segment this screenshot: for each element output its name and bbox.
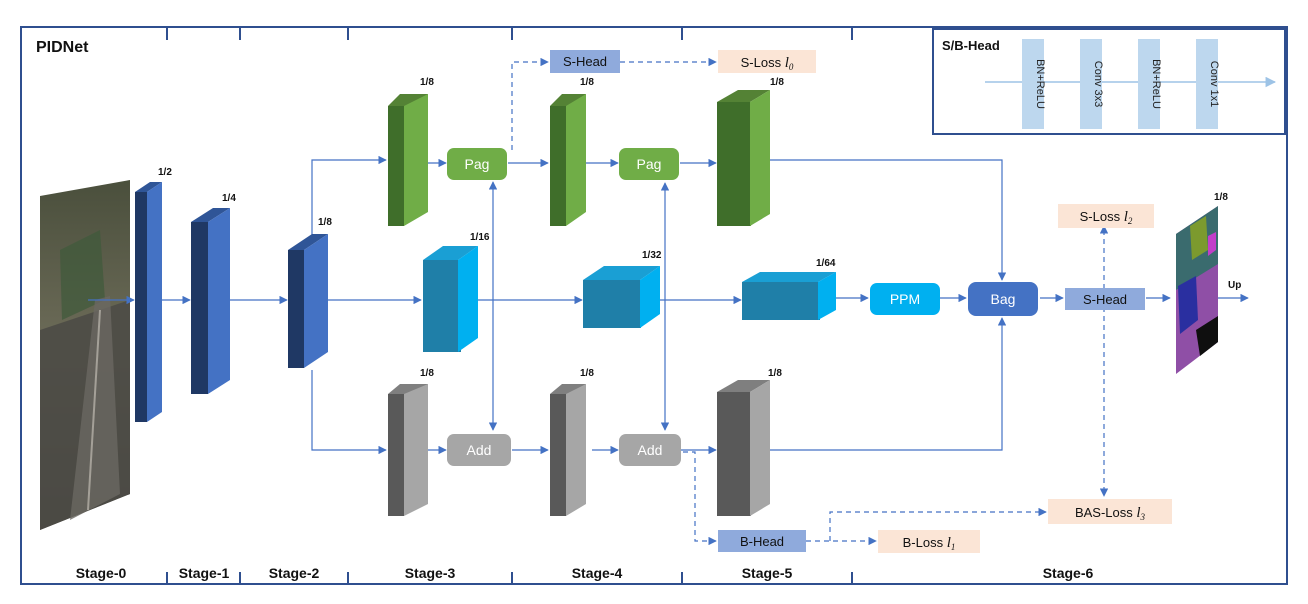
add-module-1: Add: [447, 434, 511, 466]
s-head-main-label: S-Head: [1083, 292, 1127, 307]
legend-block-4: [1196, 39, 1218, 129]
add-module-2: Add: [619, 434, 681, 466]
feature-block-stage1: [191, 208, 230, 394]
diagram-title: PIDNet: [36, 39, 89, 56]
d-branch-block-stage4: [550, 384, 586, 516]
stage-label-6: Stage-6: [1043, 565, 1094, 581]
b-loss-1-label: B-Loss l1: [903, 535, 956, 552]
s-head-main: S-Head: [1065, 288, 1145, 310]
p-branch-block-stage3: [388, 94, 428, 226]
scale-label-d5: 1/8: [768, 368, 782, 379]
scale-label-i4: 1/32: [642, 250, 662, 261]
d-branch-block-stage3: [388, 384, 428, 516]
s-head-top-label: S-Head: [563, 54, 607, 69]
stage-label-4: Stage-4: [572, 565, 623, 581]
connections: [88, 155, 1249, 455]
i-branch-block-stage4: [583, 266, 660, 328]
bag-module: Bag: [968, 282, 1038, 316]
scale-label-d4: 1/8: [580, 368, 594, 379]
scale-labels: 1/2 1/4 1/8 1/8 1/8 1/8 1/16 1/32 1/64 1…: [158, 77, 1241, 379]
stage-labels: Stage-0 Stage-1 Stage-2 Stage-3 Stage-4 …: [76, 565, 1094, 581]
s-loss-0-label: S-Loss l0: [741, 55, 794, 72]
legend-block-1: [1022, 39, 1044, 129]
scale-label-d3: 1/8: [420, 368, 434, 379]
scale-label-p5: 1/8: [770, 77, 784, 88]
s-head-top: S-Head: [550, 50, 620, 73]
ppm-module: PPM: [870, 283, 940, 315]
pag-module-2-label: Pag: [637, 156, 662, 172]
scale-label-i5: 1/64: [816, 258, 836, 269]
outer-frame: [20, 26, 1288, 585]
legend-block-2: [1080, 39, 1102, 129]
pag-module-1: Pag: [447, 148, 507, 180]
stage-ticks-top: [166, 27, 853, 40]
legend-block-1-label: BN+ReLU: [1034, 59, 1046, 109]
feature-block-stage0: [135, 182, 162, 422]
i-branch-block-stage5: [742, 272, 836, 320]
legend-block-2-label: Conv 3x3: [1092, 61, 1104, 107]
pag-module-1-label: Pag: [465, 156, 490, 172]
s-loss-2: S-Loss l2: [1058, 204, 1154, 228]
scale-label-output: 1/8: [1214, 192, 1228, 203]
stage-label-5: Stage-5: [742, 565, 793, 581]
scale-label-stage2: 1/8: [318, 217, 332, 228]
ppm-module-label: PPM: [890, 291, 920, 307]
scale-label-i3: 1/16: [470, 232, 490, 243]
scale-label-stage0: 1/2: [158, 167, 172, 178]
scale-label-stage1: 1/4: [222, 193, 236, 204]
legend-box: S/B-Head BN+ReLU Conv 3x3 BN+ReLU Conv 1…: [932, 28, 1286, 135]
scale-label-p3: 1/8: [420, 77, 434, 88]
add-module-2-label: Add: [638, 442, 663, 458]
stage-label-1: Stage-1: [179, 565, 230, 581]
add-module-1-label: Add: [467, 442, 492, 458]
feature-block-stage2: [288, 234, 328, 368]
i-branch-block-stage3: [423, 246, 478, 352]
pag-module-2: Pag: [619, 148, 679, 180]
dashed-connections: [511, 57, 1109, 546]
bas-loss-3-label: BAS-Loss l3: [1075, 505, 1146, 522]
b-head: B-Head: [718, 530, 806, 552]
p-branch-block-stage4: [550, 94, 586, 226]
bag-module-label: Bag: [991, 291, 1016, 307]
up-label: Up: [1228, 280, 1241, 291]
bas-loss-3: BAS-Loss l3: [1048, 499, 1172, 524]
scale-label-p4: 1/8: [580, 77, 594, 88]
b-loss-1: B-Loss l1: [878, 530, 980, 553]
legend-block-3-label: BN+ReLU: [1150, 59, 1162, 109]
s-loss-0: S-Loss l0: [718, 50, 816, 73]
stage-label-0: Stage-0: [76, 565, 127, 581]
b-head-label: B-Head: [740, 534, 784, 549]
legend-title: S/B-Head: [942, 38, 1000, 53]
stage-ticks-bottom: [166, 572, 853, 584]
output-segmentation-map: [1176, 206, 1218, 374]
legend-block-3: [1138, 39, 1160, 129]
stage-label-3: Stage-3: [405, 565, 456, 581]
p-branch-block-stage5: [717, 90, 770, 226]
d-branch-block-stage5: [717, 380, 770, 516]
legend-block-4-label: Conv 1x1: [1208, 61, 1220, 107]
input-image: [40, 180, 130, 530]
s-loss-2-label: S-Loss l2: [1080, 209, 1133, 226]
stage-label-2: Stage-2: [269, 565, 320, 581]
